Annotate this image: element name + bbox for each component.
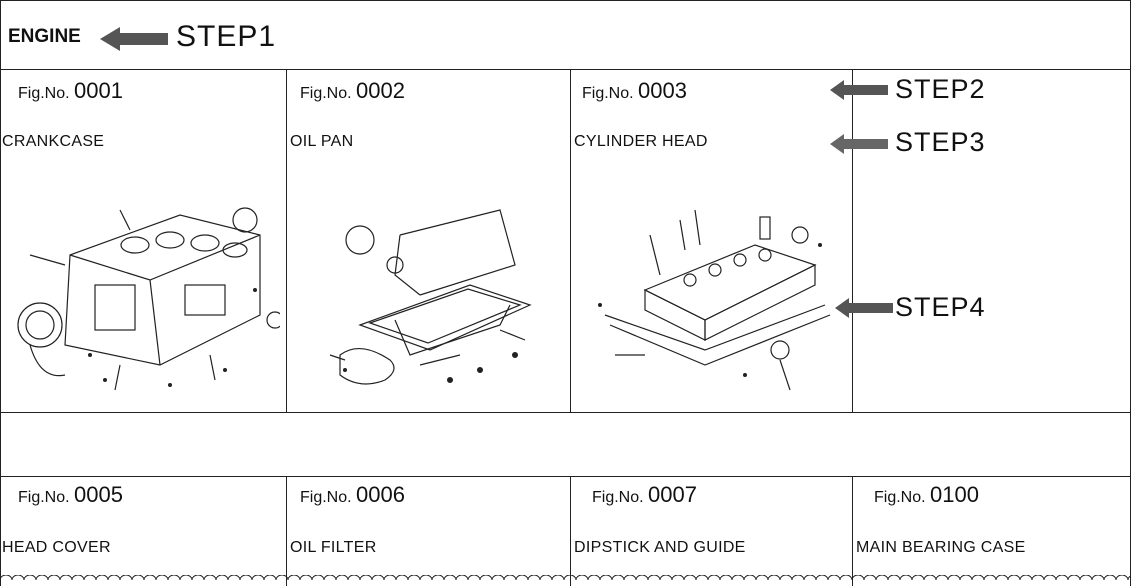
fig-number-0006: Fig.No. 0006 bbox=[300, 482, 405, 508]
fig-number-0003: Fig.No. 0003 bbox=[582, 78, 687, 104]
step4-label: STEP4 bbox=[895, 292, 986, 322]
oil-pan-illustration[interactable] bbox=[300, 205, 560, 400]
part-name-crankcase[interactable]: CRANKCASE bbox=[2, 133, 105, 150]
fig-number: 0007 bbox=[648, 482, 697, 507]
fig-number: 0002 bbox=[356, 78, 405, 103]
header-section-label: ENGINE bbox=[8, 26, 81, 48]
fig-prefix: Fig.No. bbox=[874, 489, 926, 506]
arrow-left-icon bbox=[830, 134, 888, 154]
arrow-left-icon bbox=[835, 298, 893, 318]
cylinder-head-illustration[interactable] bbox=[585, 205, 845, 400]
fig-number-0007: Fig.No. 0007 bbox=[592, 482, 697, 508]
arrow-left-icon bbox=[830, 80, 888, 100]
part-name-main-bearing-case[interactable]: MAIN BEARING CASE bbox=[856, 539, 1026, 556]
part-name-dipstick-and-guide[interactable]: DIPSTICK AND GUIDE bbox=[574, 539, 746, 556]
fig-number: 0100 bbox=[930, 482, 979, 507]
fig-prefix: Fig.No. bbox=[18, 85, 70, 102]
fig-prefix: Fig.No. bbox=[592, 489, 644, 506]
fig-number: 0001 bbox=[74, 78, 123, 103]
fig-prefix: Fig.No. bbox=[582, 85, 634, 102]
fig-prefix: Fig.No. bbox=[300, 489, 352, 506]
part-name-head-cover[interactable]: HEAD COVER bbox=[2, 539, 111, 556]
fig-prefix: Fig.No. bbox=[18, 489, 70, 506]
part-name-oil-filter[interactable]: OIL FILTER bbox=[290, 539, 377, 556]
fig-number: 0006 bbox=[356, 482, 405, 507]
fig-number: 0003 bbox=[638, 78, 687, 103]
perforated-edge bbox=[0, 575, 1131, 586]
part-name-cylinder-head[interactable]: CYLINDER HEAD bbox=[574, 133, 708, 150]
step1-label: STEP1 bbox=[176, 20, 277, 53]
step2-label: STEP2 bbox=[895, 74, 986, 104]
fig-prefix: Fig.No. bbox=[300, 85, 352, 102]
fig-number-0001: Fig.No. 0001 bbox=[18, 78, 123, 104]
fig-number-0005: Fig.No. 0005 bbox=[18, 482, 123, 508]
step3-label: STEP3 bbox=[895, 127, 986, 157]
arrow-left-icon bbox=[100, 27, 168, 51]
fig-number: 0005 bbox=[74, 482, 123, 507]
part-name-oil-pan[interactable]: OIL PAN bbox=[290, 133, 354, 150]
section-title: ENGINE bbox=[8, 26, 81, 47]
fig-number-0002: Fig.No. 0002 bbox=[300, 78, 405, 104]
crankcase-illustration[interactable] bbox=[10, 195, 280, 405]
fig-number-0100: Fig.No. 0100 bbox=[874, 482, 979, 508]
